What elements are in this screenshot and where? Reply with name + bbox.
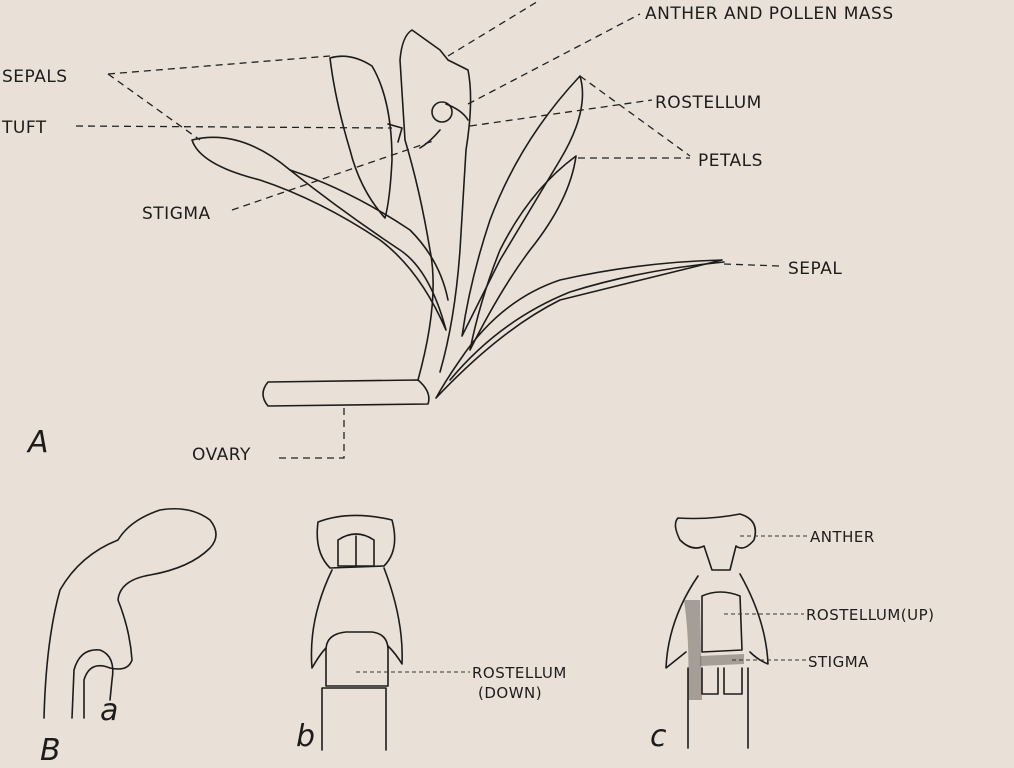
label-stigma-c: STIGMA	[808, 653, 869, 671]
label-stigma: STIGMA	[142, 204, 211, 224]
label-ovary: OVARY	[192, 445, 251, 465]
drawing-B-b	[310, 514, 403, 751]
label-sepals: SEPALS	[2, 67, 68, 87]
flower-side-view-drawing	[191, 29, 725, 407]
sub-letter-c: c	[650, 719, 667, 754]
label-rostellum-down-2: (DOWN)	[478, 684, 542, 702]
sub-letter-b: b	[296, 719, 315, 754]
drawing-B-c	[665, 513, 769, 749]
label-rostellum-up: ROSTELLUM(UP)	[806, 606, 935, 624]
label-sepal: SEPAL	[788, 259, 842, 279]
label-tuft: TUFT	[1, 118, 47, 138]
label-rostellum-down-1: ROSTELLUM	[472, 664, 567, 682]
sub-letter-a: a	[100, 693, 118, 728]
panel-letter-B: B	[40, 733, 61, 768]
panel-letter-A: A	[26, 425, 49, 460]
label-anther: ANTHER	[810, 528, 875, 546]
label-petals: PETALS	[698, 151, 763, 171]
label-anther-pollen-mass: ANTHER AND POLLEN MASS	[645, 4, 894, 24]
drawing-B-a	[43, 507, 217, 719]
leader-lines-A	[75, 0, 781, 459]
label-rostellum: ROSTELLUM	[655, 93, 762, 113]
